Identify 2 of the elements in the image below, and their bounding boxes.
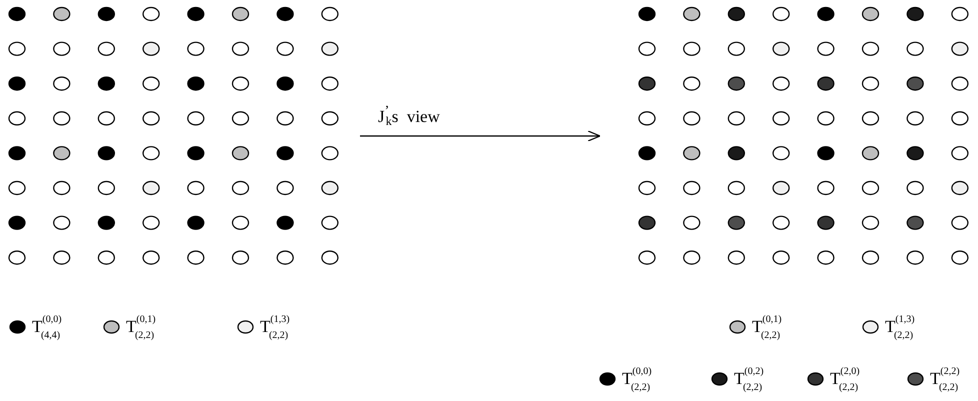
- arrow: [360, 130, 601, 142]
- edge-label: J$^{’}$$_{k}$s view: [378, 108, 440, 125]
